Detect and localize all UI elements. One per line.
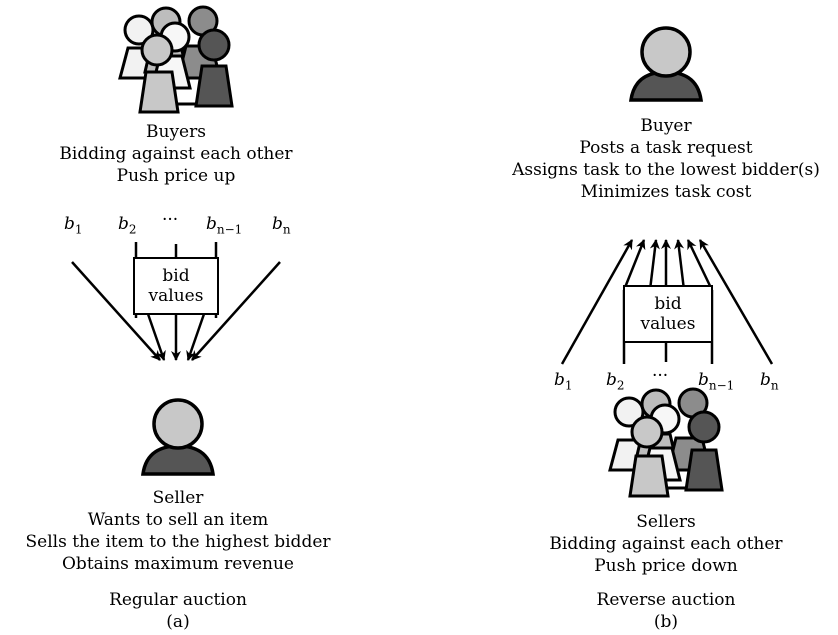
bid-values-label-a: bid values	[148, 266, 204, 306]
sellers-label: Sellers	[636, 512, 696, 532]
arrow-bn-a	[191, 261, 281, 361]
seller-label: Seller	[152, 488, 204, 508]
buyers-line3: Push price up	[116, 166, 236, 186]
buyers-line2: Bidding against each other	[59, 144, 293, 164]
caption-b: Reverse auction	[596, 590, 736, 610]
bid-bn1-a: bn−1	[206, 214, 243, 237]
seller-line4: Obtains maximum revenue	[62, 554, 294, 574]
bid-dots-a: ···	[162, 210, 179, 230]
sellers-line3: Push price down	[594, 556, 738, 576]
bid-values-box-a	[133, 257, 219, 315]
bid-bn-a: bn	[272, 214, 291, 237]
buyer-label: Buyer	[640, 116, 692, 136]
sellers-crowd-icon	[608, 387, 724, 498]
caption-tag-a: (a)	[166, 612, 190, 632]
buyers-label: Buyers	[146, 122, 206, 142]
bid-b2-b: b2	[606, 370, 625, 393]
caption-a: Regular auction	[109, 590, 247, 610]
bid-b1-a: b1	[64, 214, 83, 237]
bid-bn-b: bn	[760, 370, 779, 393]
buyer-line4: Minimizes task cost	[580, 182, 752, 202]
bid-values-box-b	[623, 285, 713, 343]
seller-line2: Wants to sell an item	[87, 510, 269, 530]
buyers-crowd-icon	[118, 5, 234, 114]
bid-b2-a: b2	[118, 214, 137, 237]
bid-arrows-b	[560, 239, 774, 365]
buyer-line3: Assigns task to the lowest bidder(s)	[512, 160, 820, 180]
bid-values-label-b: bid values	[640, 294, 696, 334]
bid-dots-b: ···	[652, 366, 669, 386]
seller-person-icon	[140, 398, 216, 476]
caption-tag-b: (b)	[653, 612, 679, 632]
bid-bn1-b: bn−1	[698, 370, 735, 393]
bid-b1-b: b1	[554, 370, 573, 393]
seller-line3: Sells the item to the highest bidder	[25, 532, 331, 552]
arrow-b1-a	[71, 261, 161, 361]
buyer-person-icon	[628, 26, 704, 102]
buyer-line2: Posts a task request	[579, 138, 753, 158]
sellers-line2: Bidding against each other	[549, 534, 783, 554]
